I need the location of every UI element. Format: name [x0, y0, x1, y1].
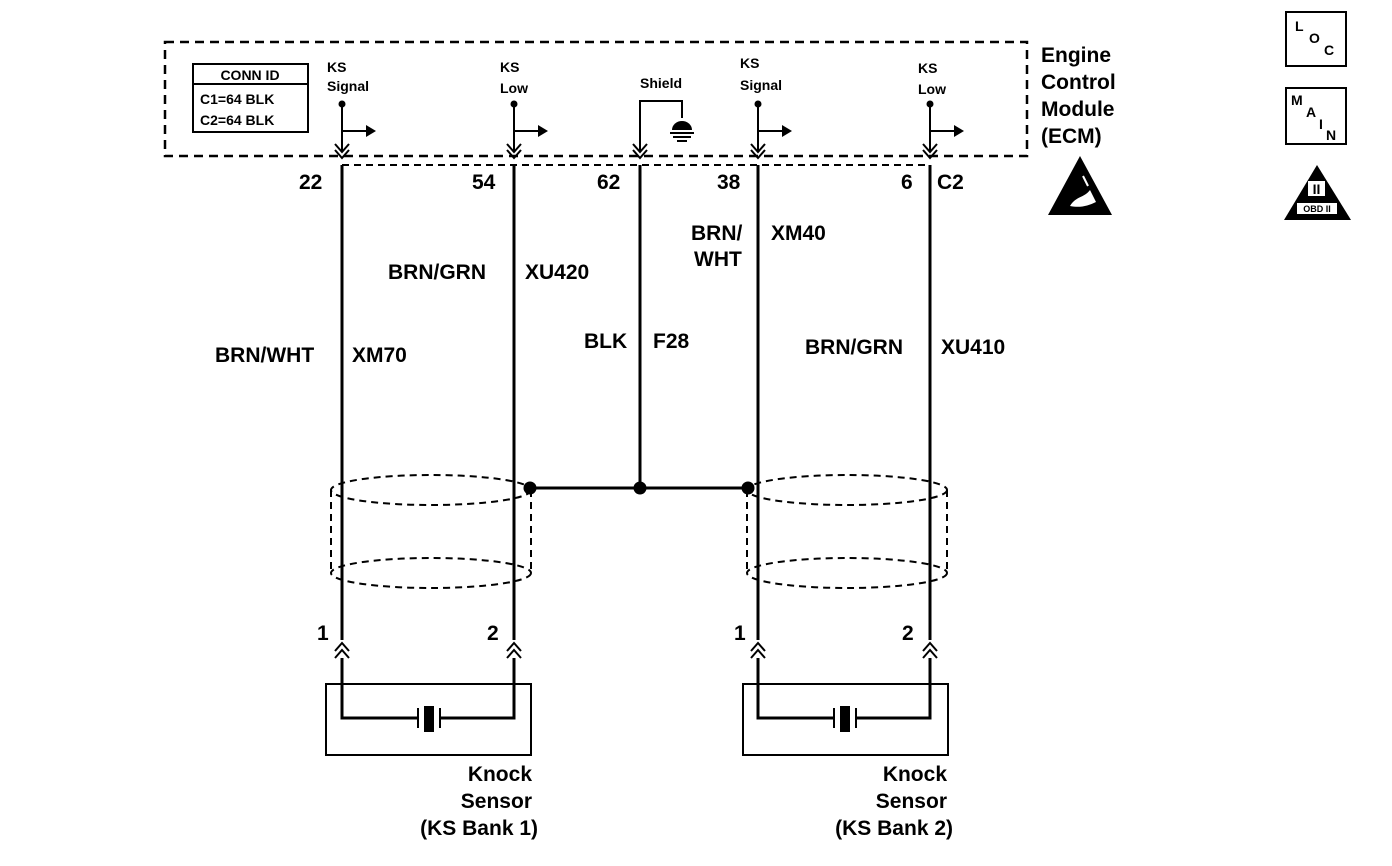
terminal-name: KS [918, 60, 937, 76]
sensor-pin: 1 [317, 622, 329, 645]
circuit-number: XM70 [352, 344, 407, 367]
terminal-name: KS [327, 59, 346, 75]
svg-text:L: L [1295, 18, 1304, 34]
svg-text:A: A [1306, 104, 1316, 120]
sensor-connector [334, 641, 938, 659]
shield-ground-symbol [632, 100, 694, 160]
obd-ii-icon: II OBD II [1284, 165, 1351, 220]
svg-text:I: I [1319, 116, 1323, 132]
main-icon: M A I N [1285, 87, 1347, 145]
circuit-number: XU420 [525, 261, 589, 284]
terminal-symbol-38 [750, 100, 792, 160]
wire-color: BRN/WHT [215, 344, 314, 367]
terminal-name: Low [918, 81, 946, 97]
conn-id-line: C1=64 BLK [200, 91, 274, 107]
shield-cylinder-bank2 [746, 474, 948, 589]
esd-warning-icon [1048, 156, 1112, 215]
sensor-name: (KS Bank 2) [835, 817, 953, 840]
terminal-name: Shield [640, 75, 682, 91]
conn-id-box: CONN ID C1=64 BLK C2=64 BLK [192, 63, 309, 133]
sensor-name: (KS Bank 1) [420, 817, 538, 840]
svg-text:C: C [1324, 42, 1334, 58]
sensor-pin: 2 [902, 622, 914, 645]
pin-number: 38 [717, 171, 741, 194]
shield-cylinder-bank1 [330, 474, 532, 589]
knock-sensor-bank2 [742, 658, 949, 756]
knock-sensor-bank1 [325, 658, 532, 756]
sensor-pin: 1 [734, 622, 746, 645]
pin-number: 22 [299, 171, 322, 194]
wire-color: BRN/GRN [388, 261, 486, 284]
ecm-name-line: Control [1041, 71, 1116, 94]
terminal-name: KS [500, 59, 519, 75]
terminal-symbol-6 [922, 100, 964, 160]
circuit-number: XU410 [941, 336, 1005, 359]
pin-number: 62 [597, 171, 620, 194]
svg-text:OBD II: OBD II [1303, 204, 1331, 214]
sensor-name: Sensor [876, 790, 947, 813]
pin-number: 54 [472, 171, 496, 194]
ecm-boundary [163, 40, 1029, 158]
ecm-name-line: Module [1041, 98, 1115, 121]
sensor-name: Knock [883, 763, 948, 786]
conn-id-title: CONN ID [220, 67, 279, 83]
sensor-name: Knock [468, 763, 533, 786]
connector-label: C2 [937, 171, 964, 194]
terminal-name: Signal [327, 78, 369, 94]
terminal-symbol-54 [506, 100, 548, 160]
splice-dot [633, 481, 647, 495]
loc-icon: L O C [1285, 11, 1347, 67]
ecm-name-line: (ECM) [1041, 125, 1102, 148]
terminal-name: Signal [740, 77, 782, 93]
wire-color: BLK [584, 330, 627, 353]
sensor-name: Sensor [461, 790, 532, 813]
svg-text:II: II [1313, 181, 1321, 197]
circuit-number: XM40 [771, 222, 826, 245]
terminal-name: KS [740, 55, 759, 71]
svg-text:N: N [1326, 127, 1336, 143]
circuit-number: F28 [653, 330, 690, 353]
wire-color: BRN/ [691, 222, 742, 245]
sensor-pin: 2 [487, 622, 499, 645]
terminal-name: Low [500, 80, 528, 96]
pin-number: 6 [901, 171, 913, 194]
conn-id-line: C2=64 BLK [200, 112, 274, 128]
wire-color: WHT [694, 248, 742, 271]
svg-text:M: M [1291, 92, 1303, 108]
terminal-symbol-22 [334, 100, 376, 160]
svg-text:O: O [1309, 30, 1320, 46]
ecm-name-line: Engine [1041, 44, 1111, 67]
wire-color: BRN/GRN [805, 336, 903, 359]
